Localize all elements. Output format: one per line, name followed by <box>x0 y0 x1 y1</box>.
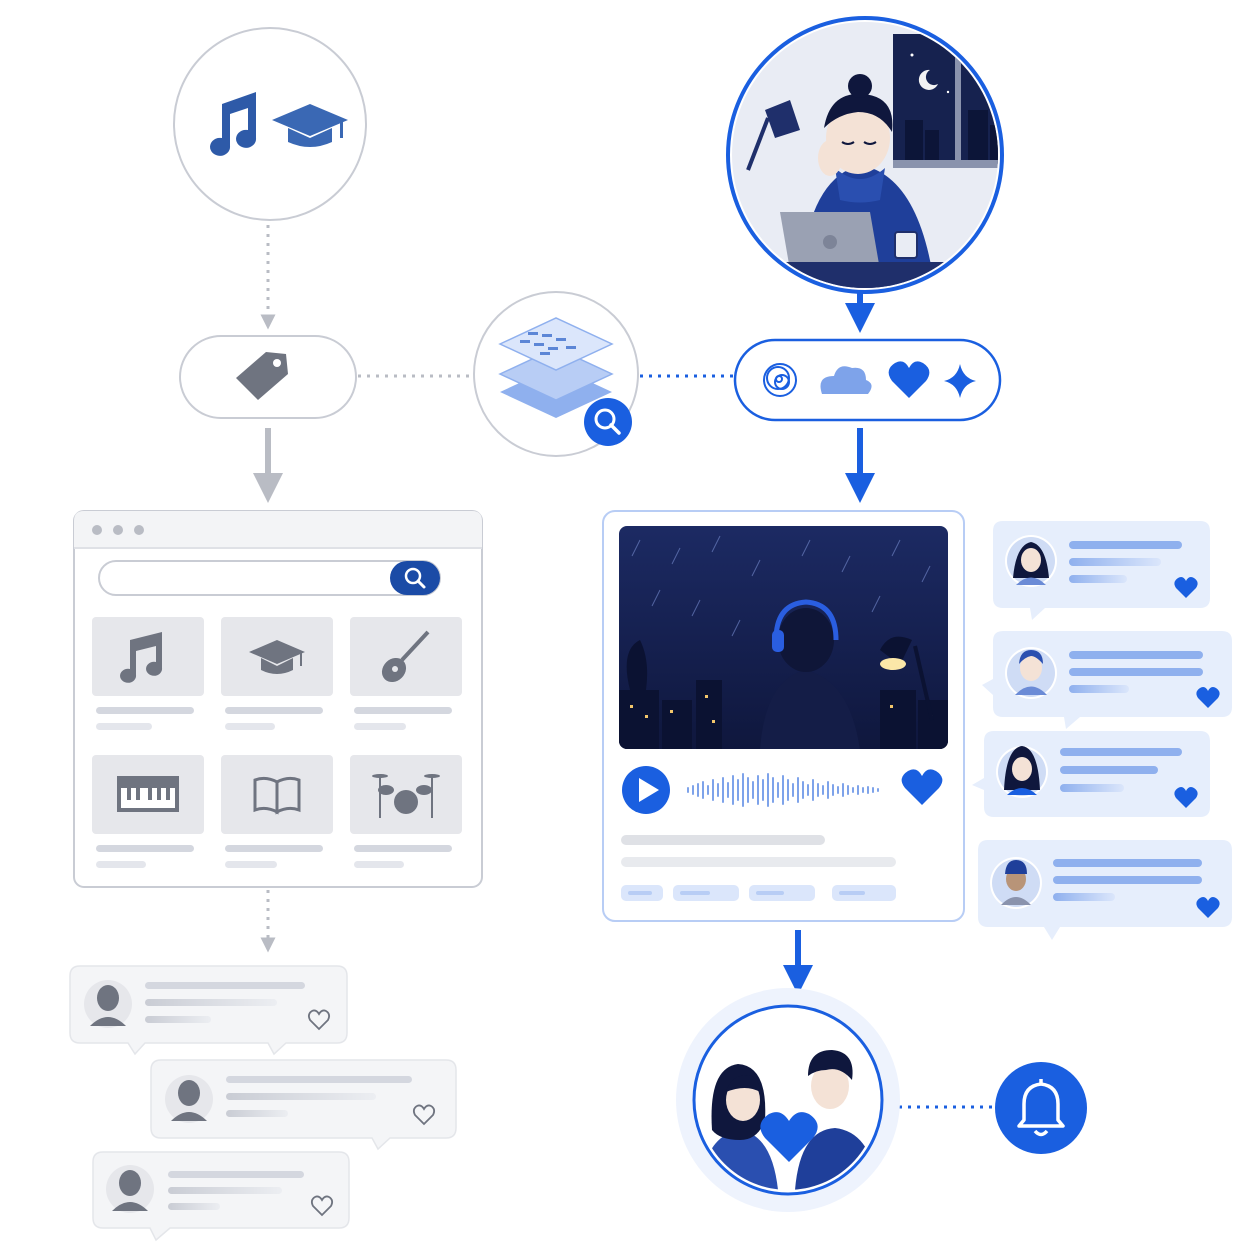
window-dot <box>92 525 102 535</box>
heart-outline-icon <box>307 1009 331 1031</box>
avatar <box>165 1075 213 1123</box>
track-subtitle-placeholder <box>621 857 896 867</box>
music-note-icon <box>120 632 163 683</box>
avatar <box>990 857 1042 909</box>
avatar <box>106 1165 154 1213</box>
heart-icon <box>760 1112 818 1162</box>
window-dot <box>134 525 144 535</box>
category-tile-drums[interactable] <box>350 755 462 868</box>
heart-icon <box>1196 687 1220 708</box>
stressed-student-portrait <box>726 16 1004 294</box>
cloud-icon <box>820 366 872 394</box>
heart-icon <box>888 361 930 398</box>
heart-icon <box>1174 577 1198 598</box>
listener-comment <box>972 731 1210 817</box>
tag-pill <box>179 335 357 419</box>
heart-outline-icon <box>412 1104 436 1126</box>
audio-waveform[interactable] <box>687 773 879 807</box>
heart-icon <box>901 769 943 805</box>
play-button[interactable] <box>622 766 670 814</box>
layered-database-search-icon <box>498 317 632 446</box>
tag-chips <box>621 885 896 901</box>
music-note-icon <box>210 92 257 156</box>
graduation-cap-icon <box>249 640 305 674</box>
guitar-icon <box>381 630 430 683</box>
generic-comment <box>69 965 348 1056</box>
connectors <box>253 225 992 1109</box>
avatar <box>1005 647 1057 699</box>
category-tile-education[interactable] <box>221 617 333 730</box>
recommended-track-card <box>602 510 965 922</box>
open-book-icon <box>253 776 301 815</box>
heart-icon <box>1196 897 1220 918</box>
category-tile-book[interactable] <box>221 755 333 868</box>
notification-bell-button[interactable] <box>995 1062 1087 1154</box>
listener-comment <box>982 631 1232 729</box>
heart-icon <box>1174 787 1198 808</box>
generic-comment <box>92 1151 350 1242</box>
search-button[interactable] <box>390 561 440 595</box>
drum-kit-icon <box>372 774 440 818</box>
category-tile-guitar[interactable] <box>350 617 462 730</box>
window-dot <box>113 525 123 535</box>
category-tile-music[interactable] <box>92 617 204 730</box>
rainy-night-scene-image <box>619 526 948 749</box>
avatar <box>84 980 132 1028</box>
database-search-circle <box>473 291 639 457</box>
avatar <box>996 746 1048 798</box>
category-browser-window <box>73 510 483 888</box>
emotion-signal-pill <box>733 338 1002 422</box>
play-icon <box>639 778 659 802</box>
listener-comment <box>993 521 1210 620</box>
avatar <box>1005 535 1057 587</box>
match-couple-circle <box>676 988 900 1212</box>
category-tile-piano[interactable] <box>92 755 204 868</box>
like-track-button[interactable] <box>901 769 943 805</box>
piano-keys-icon <box>117 776 179 812</box>
tag-icon <box>236 352 288 400</box>
sparkle-icon <box>944 364 976 398</box>
heart-outline-icon <box>310 1195 334 1217</box>
graduation-cap-icon <box>272 104 348 147</box>
track-title-placeholder <box>621 835 825 845</box>
generic-comment <box>150 1059 457 1151</box>
topic-circle <box>173 27 367 221</box>
listener-comment <box>978 840 1232 940</box>
search-icon <box>404 567 422 585</box>
scribble-stress-icon <box>763 363 797 397</box>
category-search-bar[interactable] <box>98 560 441 596</box>
bell-icon <box>1017 1079 1065 1137</box>
